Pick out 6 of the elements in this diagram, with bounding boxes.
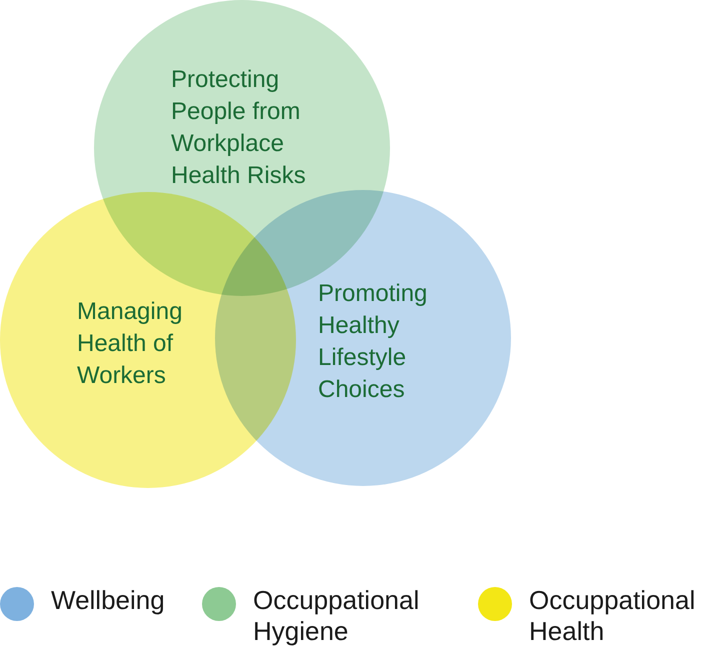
legend-label: Occuppational Health [529, 585, 696, 647]
legend-label: Wellbeing [51, 585, 166, 616]
circle-label: Managing Health of Workers [77, 297, 184, 391]
circle-label: Protecting People from Workplace Health Risks [171, 65, 307, 191]
circle-label: Promoting Healthy Lifestyle Choices [318, 279, 428, 405]
legend-label: Occuppational Hygiene [253, 585, 420, 647]
